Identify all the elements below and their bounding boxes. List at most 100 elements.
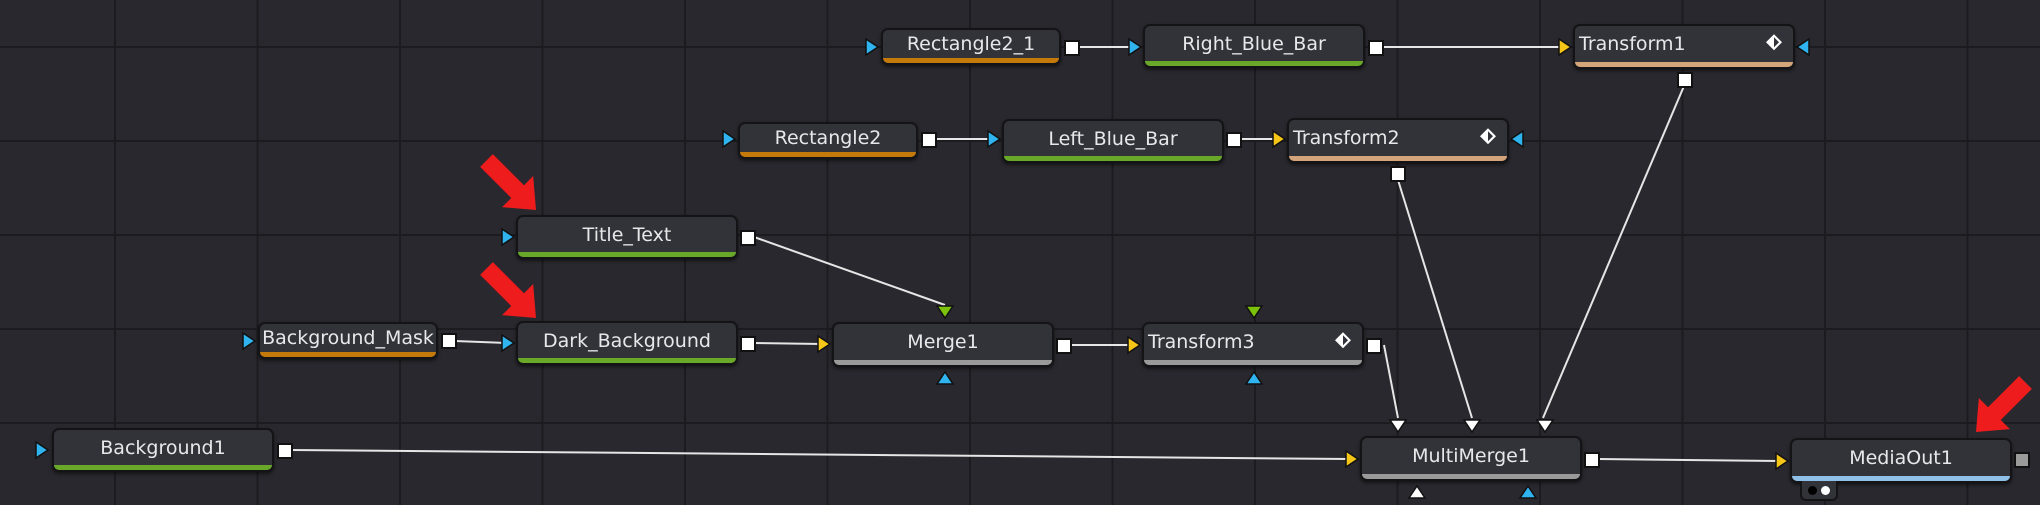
keyframe-icon [1334, 331, 1352, 354]
node-type-bar [1362, 474, 1580, 479]
node-label: Background_Mask [262, 327, 434, 349]
output-port[interactable] [441, 333, 457, 349]
red-arrow-annotation [480, 154, 536, 210]
node-type-bar [1575, 62, 1793, 67]
output-port[interactable] [1584, 452, 1600, 468]
node-rectangle2[interactable]: Rectangle2 [738, 122, 918, 159]
input-port-triangle [1407, 484, 1427, 499]
node-label: Merge1 [907, 331, 979, 353]
node-label: MediaOut1 [1849, 447, 1953, 469]
node-label: Rectangle2_1 [906, 33, 1036, 55]
connection-line [454, 340, 508, 344]
arrow-shape [1976, 376, 2032, 432]
effect-mask-port-triangle [1518, 484, 1538, 499]
input-port-triangle [1128, 37, 1143, 57]
node-type-bar [518, 252, 736, 257]
node-transform1[interactable]: Transform1 [1573, 24, 1795, 69]
input-port-triangle [865, 37, 880, 57]
foreground-port-triangle [1244, 305, 1264, 320]
output-port[interactable] [921, 132, 937, 148]
output-port[interactable] [2014, 452, 2030, 468]
annotations [480, 154, 2032, 432]
node-type-bar [1144, 360, 1362, 365]
ports [35, 37, 1810, 499]
connections [290, 46, 1781, 462]
node-type-bar [260, 352, 436, 357]
node-transform3[interactable]: Transform3 [1142, 322, 1364, 367]
node-label: Right_Blue_Bar [1182, 32, 1326, 55]
output-port[interactable] [1056, 338, 1072, 354]
keyframe-icon [1765, 33, 1783, 56]
node-title-text[interactable]: Title_Text [516, 215, 738, 259]
output-port[interactable] [1390, 166, 1406, 182]
node-type-bar [1004, 156, 1222, 161]
connection-line [1383, 344, 1399, 419]
connection-line [753, 236, 946, 306]
effect-mask-port-triangle [1795, 37, 1810, 57]
node-multimerge1[interactable]: MultiMerge1 [1360, 436, 1582, 481]
output-port[interactable] [1366, 338, 1382, 354]
layer-input-port-triangle [1388, 419, 1408, 434]
node-label: Background1 [100, 436, 226, 459]
node-background1[interactable]: Background1 [52, 428, 274, 472]
input-port-triangle [1345, 449, 1360, 469]
node-type-bar [1289, 156, 1507, 161]
connection-line [1397, 179, 1473, 419]
node-type-bar [834, 360, 1052, 365]
node-type-bar [740, 152, 916, 157]
output-port[interactable] [277, 443, 293, 459]
arrow-shape [480, 154, 536, 210]
layer-input-port-triangle [1462, 419, 1482, 434]
input-port-triangle [35, 440, 50, 460]
node-left-blue-bar[interactable]: Left_Blue_Bar [1002, 119, 1224, 163]
effect-mask-port-triangle [1509, 129, 1524, 149]
foreground-port-triangle [935, 305, 955, 320]
view-dot-left[interactable] [1808, 486, 1817, 495]
effect-mask-port-triangle [935, 370, 955, 385]
output-port[interactable] [1368, 40, 1384, 56]
connection-line [290, 449, 1351, 460]
node-type-bar [883, 58, 1059, 63]
node-label: Dark_Background [543, 329, 711, 352]
output-port[interactable] [1226, 132, 1242, 148]
node-merge1[interactable]: Merge1 [832, 322, 1054, 367]
node-label: MultiMerge1 [1412, 445, 1530, 467]
node-type-bar [1145, 61, 1363, 66]
input-port-triangle [242, 331, 257, 351]
output-port[interactable] [1677, 72, 1693, 88]
connection-line [1542, 85, 1685, 419]
node-label: Transform1 [1579, 33, 1686, 55]
view-dot-right[interactable] [1821, 486, 1830, 495]
node-label: Left_Blue_Bar [1048, 127, 1178, 150]
node-dark-background[interactable]: Dark_Background [516, 321, 738, 365]
input-port-triangle [1558, 37, 1573, 57]
view-indicator-dots[interactable] [1800, 481, 1838, 501]
input-port-triangle [817, 334, 832, 354]
output-port[interactable] [1064, 40, 1080, 56]
node-type-bar [518, 358, 736, 363]
node-right-blue-bar[interactable]: Right_Blue_Bar [1143, 24, 1365, 68]
input-port-triangle [987, 129, 1002, 149]
node-label: Rectangle2 [774, 127, 882, 149]
layer-input-port-triangle [1535, 419, 1555, 434]
arrow-shape [480, 262, 536, 318]
effect-mask-port-triangle [1244, 370, 1264, 385]
red-arrow-annotation [1976, 376, 2032, 432]
input-port-triangle [1775, 451, 1790, 471]
input-port-triangle [1272, 129, 1287, 149]
connection-line [1597, 458, 1781, 462]
input-port-triangle [1127, 335, 1142, 355]
keyframe-icon [1479, 127, 1497, 150]
node-type-bar [1792, 476, 2010, 481]
output-port[interactable] [740, 230, 756, 246]
node-transform2[interactable]: Transform2 [1287, 118, 1509, 163]
output-port[interactable] [740, 336, 756, 352]
node-type-bar [54, 465, 272, 470]
node-mediaout1[interactable]: MediaOut1 [1790, 438, 2012, 483]
node-background-mask[interactable]: Background_Mask [258, 322, 438, 359]
node-rectangle2-1[interactable]: Rectangle2_1 [881, 28, 1061, 65]
node-label: Transform3 [1148, 331, 1255, 353]
input-port-triangle [501, 227, 516, 247]
